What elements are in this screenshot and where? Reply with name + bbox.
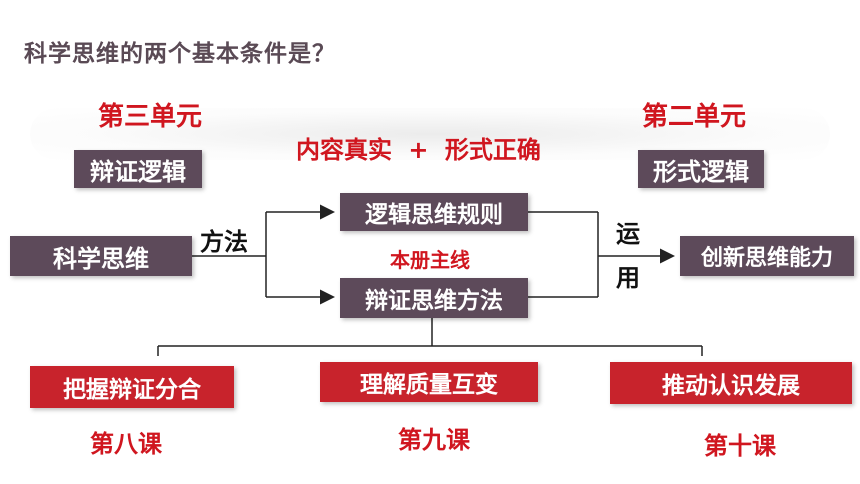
method-label: 方法 <box>200 228 248 256</box>
logic-rules-box: 逻辑思维规则 <box>340 193 528 231</box>
plus-sign: + <box>408 136 429 164</box>
left-unit-title: 第三单元 <box>98 102 203 132</box>
mainline-label: 本册主线 <box>390 248 470 272</box>
lesson-topic-1: 把握辩证分合 <box>30 366 234 408</box>
lesson-topic-3: 推动认识发展 <box>610 362 852 404</box>
innovative-thinking-box: 创新思维能力 <box>680 236 854 276</box>
lesson-number-2: 第九课 <box>398 426 470 454</box>
page-title: 科学思维的两个基本条件是？ <box>24 41 336 67</box>
apply-label-bottom: 用 <box>616 264 640 292</box>
condition-content-true: 内容真实 <box>296 136 392 164</box>
condition-form-correct: 形式正确 <box>444 136 541 164</box>
apply-label-top: 运 <box>616 220 640 248</box>
dialectical-logic-box: 辩证逻辑 <box>74 150 202 188</box>
lesson-number-1: 第八课 <box>90 430 162 458</box>
dialectical-methods-box: 辩证思维方法 <box>340 278 528 318</box>
conditions-line: 内容真实 + 形式正确 <box>296 130 541 165</box>
lesson-topic-2: 理解质量互变 <box>320 362 538 402</box>
lesson-number-3: 第十课 <box>704 432 776 460</box>
right-unit-title: 第二单元 <box>642 102 747 132</box>
scientific-thinking-box: 科学思维 <box>10 236 192 276</box>
formal-logic-box: 形式逻辑 <box>638 150 764 188</box>
